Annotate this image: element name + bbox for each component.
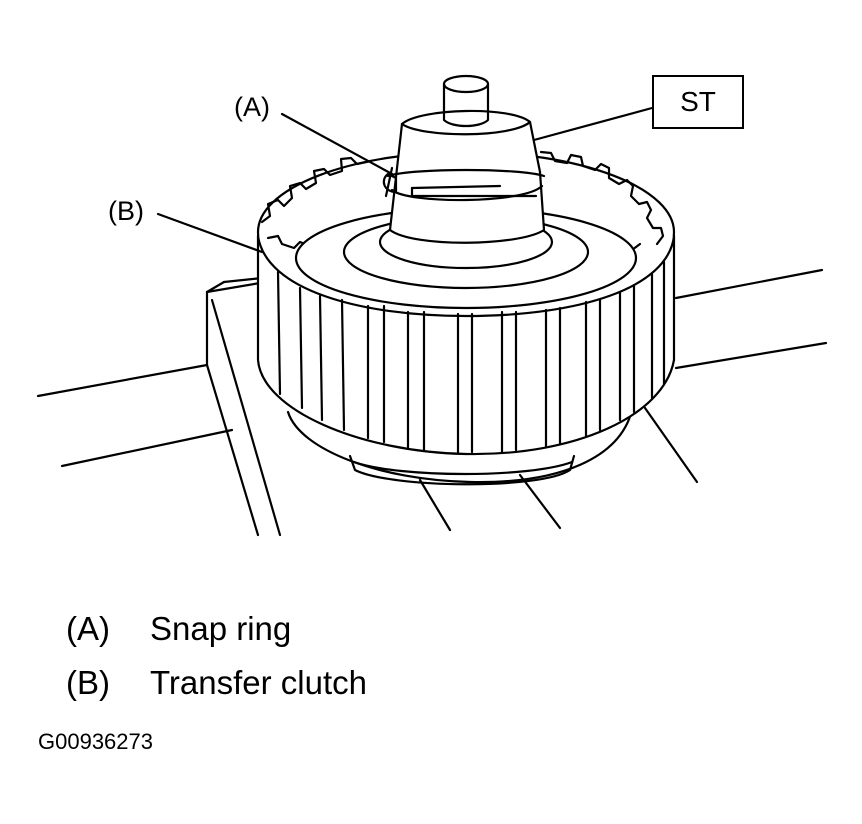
- special-tool: [386, 74, 546, 244]
- workbench: [36, 268, 828, 537]
- leader-line-st: [532, 106, 654, 142]
- legend-row-a: (A) Snap ring: [66, 612, 291, 645]
- legend-label-a: Snap ring: [150, 610, 292, 647]
- leader-line-b: [156, 212, 264, 254]
- base-plate: [286, 408, 634, 486]
- callout-b-label: (B): [108, 196, 144, 226]
- figure-id: G00936273: [38, 729, 153, 754]
- leader-lines: [156, 106, 654, 254]
- legend-key-a: (A): [66, 610, 110, 647]
- st-callout-box: ST: [652, 75, 744, 129]
- leader-line-a: [280, 112, 394, 176]
- legend-row-b: (B) Transfer clutch: [66, 666, 367, 699]
- st-callout-label: ST: [680, 86, 716, 117]
- callout-a-label: (A): [234, 92, 270, 122]
- legend-label-b: Transfer clutch: [150, 664, 368, 701]
- legend-key-b: (B): [66, 664, 110, 701]
